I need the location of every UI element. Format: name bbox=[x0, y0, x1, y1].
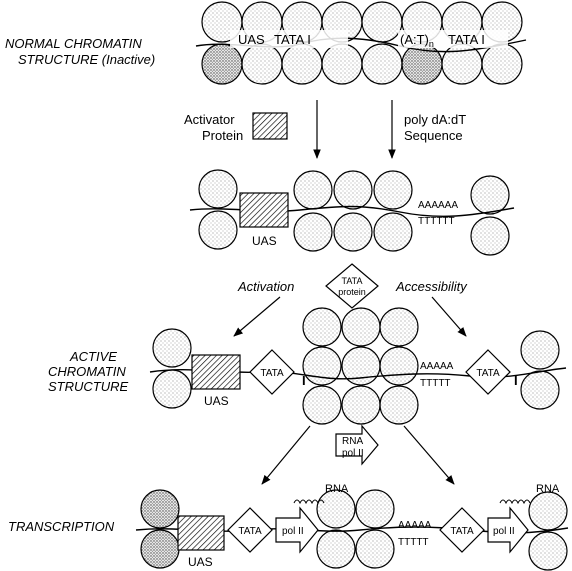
uas-label-row1: UAS bbox=[238, 32, 265, 47]
rna-label-row4: RNA bbox=[325, 483, 349, 495]
tata-label-row3: TATA bbox=[260, 368, 284, 379]
rna-transcript-row4-right bbox=[500, 500, 530, 503]
tata2-label-row3: TATA bbox=[476, 368, 500, 379]
uas-box-row4 bbox=[178, 516, 224, 550]
stage-label-normal-sub: STRUCTURE (Inactive) bbox=[18, 52, 155, 67]
rna-pol-label-2: pol II bbox=[342, 448, 364, 459]
stage-label-active-2: CHROMATIN bbox=[48, 364, 126, 379]
a-tail-row4: AAAAA bbox=[398, 520, 432, 531]
roman-i-row3: I bbox=[302, 373, 306, 388]
activator-protein-box bbox=[253, 113, 287, 139]
stage-label-transcription: TRANSCRIPTION bbox=[8, 519, 115, 534]
arrow-to-transcription-right bbox=[404, 426, 454, 484]
at-label-row1: (A:T)n bbox=[400, 32, 434, 49]
roman-i2-row3: I bbox=[514, 373, 518, 388]
polyda-label-2: Sequence bbox=[404, 128, 463, 143]
accessibility-label: Accessibility bbox=[395, 279, 468, 294]
tata-protein-diamond bbox=[326, 264, 378, 308]
stage-label-active-3: STRUCTURE bbox=[48, 379, 128, 394]
t-tail-row4: TTTTT bbox=[398, 537, 429, 548]
stage-label-active-1: ACTIVE bbox=[69, 349, 117, 364]
activator-label-1: Activator bbox=[184, 112, 235, 127]
pol-ii2-label-row4: pol II bbox=[493, 526, 515, 537]
tata-protein-label-2: protein bbox=[338, 287, 366, 297]
rna-pol-label-1: RNA bbox=[342, 436, 363, 447]
uas-label-row2: UAS bbox=[252, 234, 277, 248]
uas-box-row3 bbox=[192, 355, 240, 389]
a-tail-row2: AAAAAA bbox=[418, 200, 458, 211]
polyda-label-1: poly dA:dT bbox=[404, 112, 466, 127]
arrow-accessibility bbox=[432, 297, 466, 336]
t-tail-row3: TTTTT bbox=[420, 378, 451, 389]
uas-label-row4: UAS bbox=[188, 555, 213, 569]
rna2-label-row4: RNA bbox=[536, 483, 560, 495]
tata2-label-row4: TATA bbox=[450, 526, 474, 537]
t-tail-row2: TTTTTT bbox=[418, 216, 455, 227]
activator-label-2: Protein bbox=[202, 128, 243, 143]
arrow-to-transcription-left bbox=[262, 426, 310, 484]
tata-protein-label-1: TATA bbox=[342, 276, 363, 286]
activation-label: Activation bbox=[237, 279, 294, 294]
uas-label-row3: UAS bbox=[204, 394, 229, 408]
uas-box-row2 bbox=[240, 193, 288, 227]
tata2-label-row1: TATA I bbox=[448, 32, 485, 47]
arrow-activation bbox=[234, 297, 280, 336]
a-tail-row3: AAAAA bbox=[420, 361, 454, 372]
tata-label-row1: TATA I bbox=[274, 32, 311, 47]
pol-ii-label-row4: pol II bbox=[282, 526, 304, 537]
stage-label-normal: NORMAL CHROMATIN bbox=[5, 36, 142, 51]
tata-label-row4: TATA bbox=[238, 526, 262, 537]
